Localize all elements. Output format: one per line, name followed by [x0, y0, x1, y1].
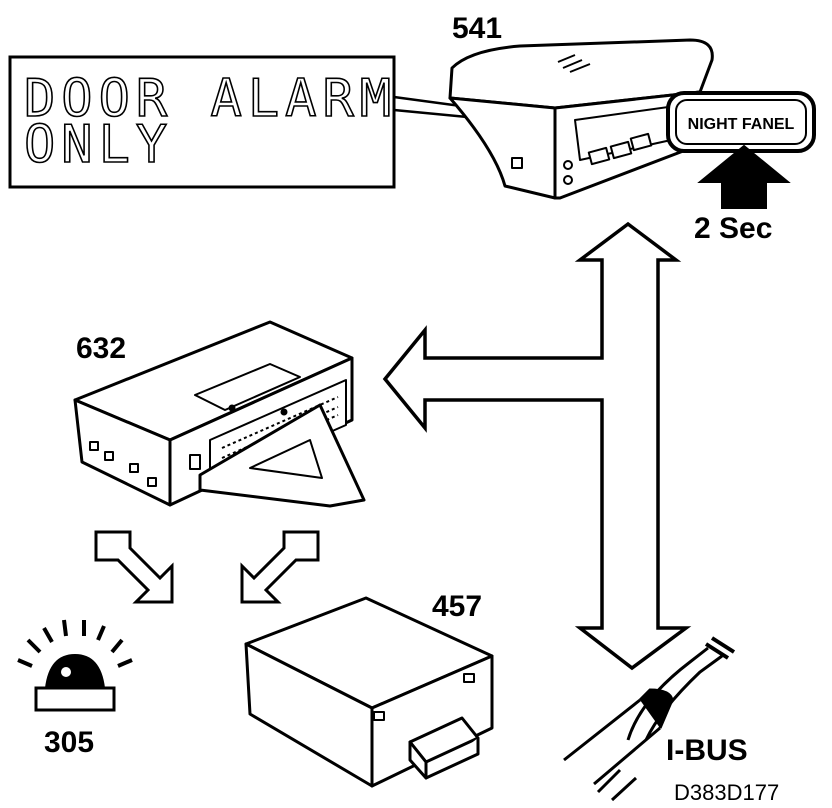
ibus-connector-icon	[563, 636, 736, 802]
hold-time-label: 2 Sec	[694, 212, 772, 245]
figure-code: D383D177	[674, 780, 779, 805]
night-panel-button[interactable]: NIGHT FANEL	[666, 91, 816, 153]
press-arrow-icon	[697, 144, 791, 209]
lcd-line-2: ONLY	[24, 115, 173, 175]
label-632: 632	[76, 332, 126, 365]
lcd-display: DOOR ALARM ONLY	[8, 55, 521, 189]
ibus-label: I-BUS	[666, 734, 748, 767]
label-305: 305	[44, 726, 94, 759]
control-module-632	[73, 320, 366, 508]
label-457: 457	[432, 590, 482, 623]
label-541: 541	[452, 12, 502, 45]
night-panel-button-label: NIGHT FANEL	[688, 116, 795, 133]
siren-unit-457	[244, 596, 494, 788]
alarm-lamp-305	[17, 619, 133, 712]
ibus-arrows	[382, 221, 692, 671]
lcd-line-1: DOOR ALARM	[24, 69, 397, 129]
output-arrows	[94, 530, 320, 604]
